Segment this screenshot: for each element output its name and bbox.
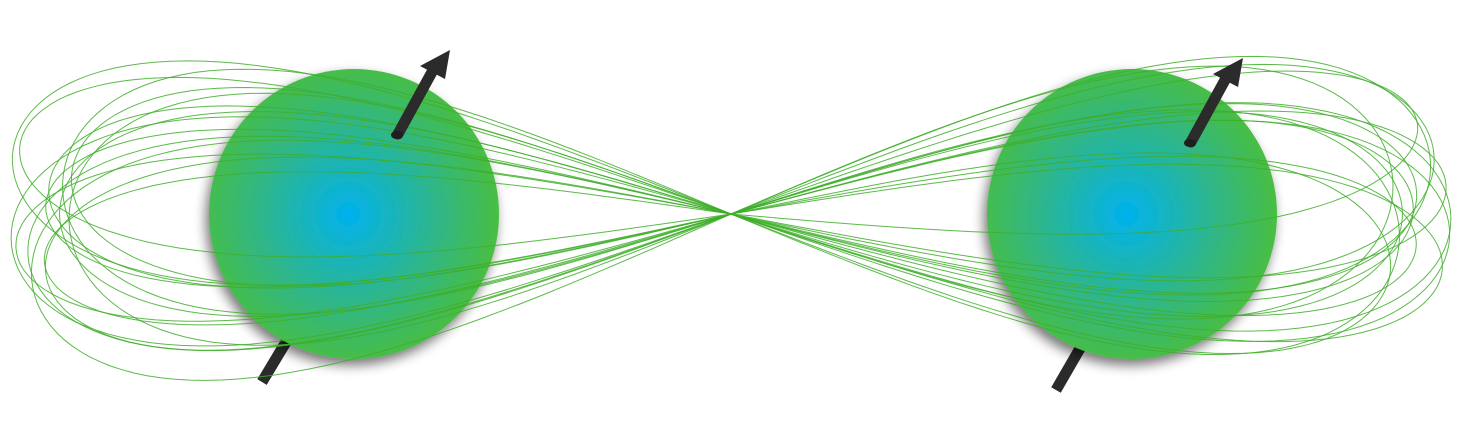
spin-arrow-left [391, 50, 450, 140]
entanglement-loops [10, 55, 1452, 381]
spin-arrow-left-head [420, 50, 450, 79]
particle-right-sphere [987, 69, 1277, 359]
spin-arrow-right [1184, 58, 1243, 148]
entanglement-loop [44, 103, 1418, 351]
spin-arrow-right-head [1213, 58, 1243, 87]
